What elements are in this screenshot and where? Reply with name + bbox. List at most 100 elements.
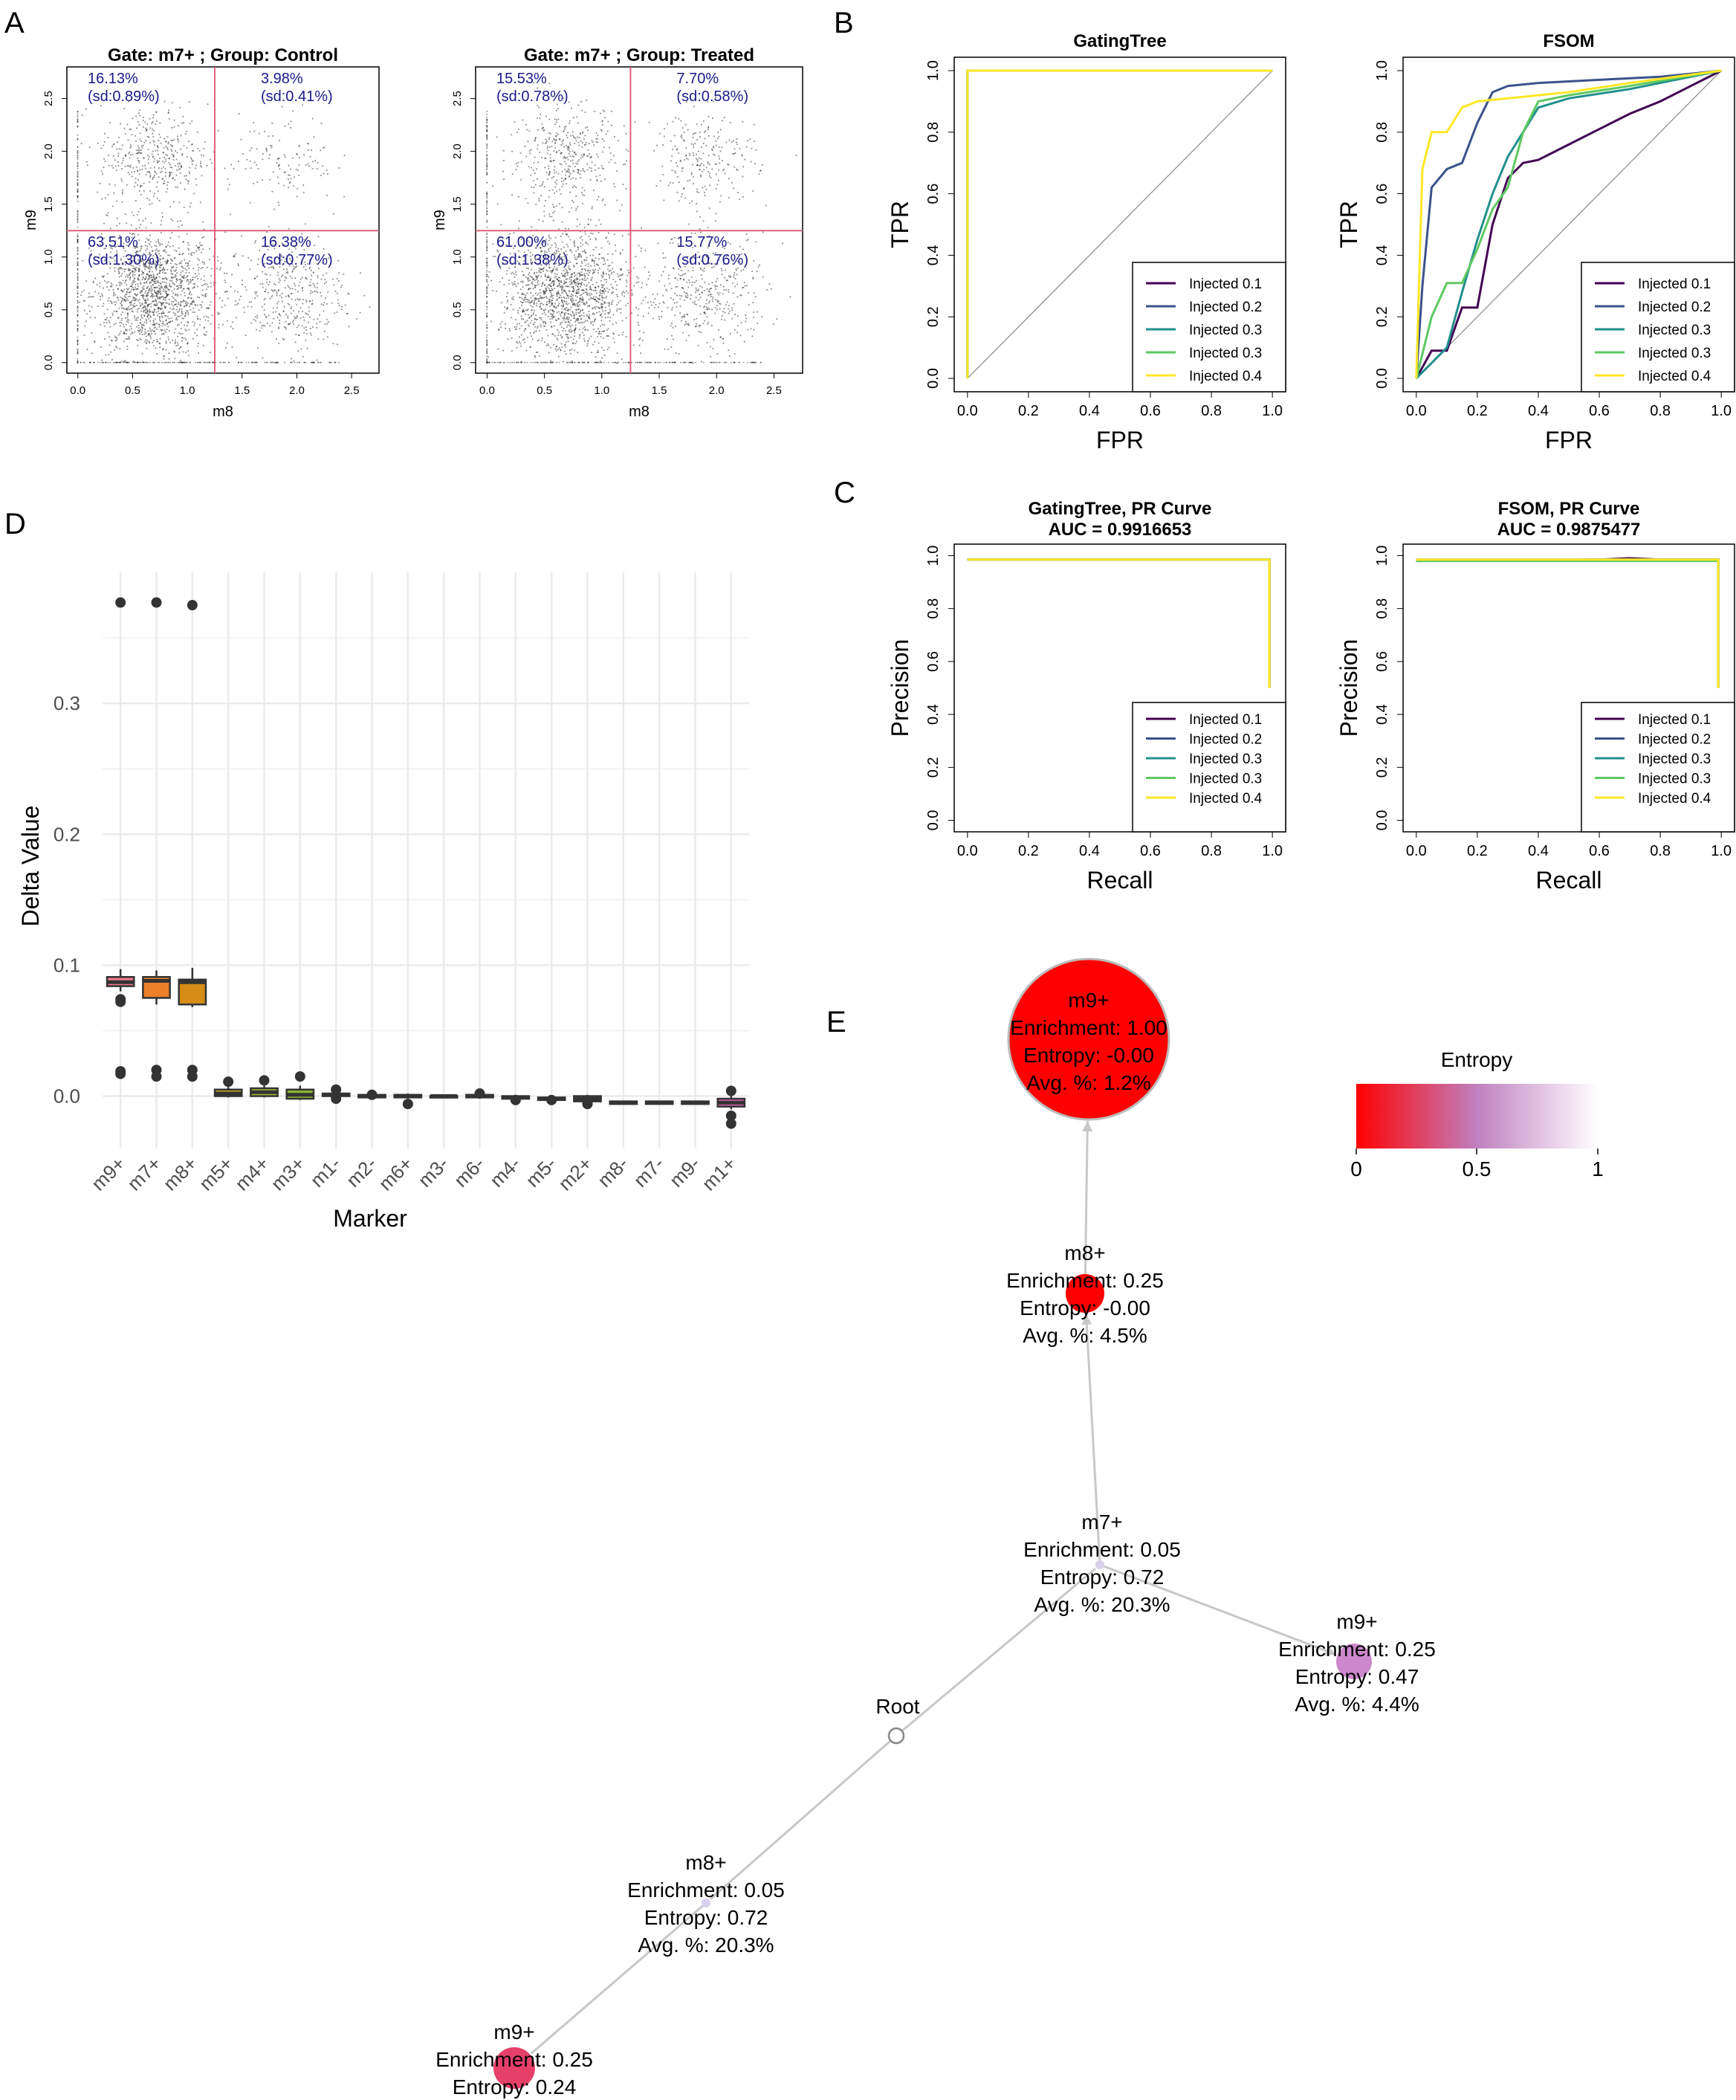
scatter-point <box>279 164 280 166</box>
scatter-point <box>140 248 142 250</box>
scatter-point <box>553 206 555 208</box>
scatter-point <box>155 280 157 282</box>
scatter-point <box>236 317 237 319</box>
scatter-point <box>546 303 548 306</box>
scatter-point <box>149 244 151 246</box>
scatter-point <box>298 361 300 364</box>
scatter-point <box>166 188 169 190</box>
scatter-point <box>106 361 107 364</box>
scatter-point <box>77 162 79 164</box>
scatter-point <box>77 277 79 278</box>
scatter-point <box>111 358 113 361</box>
scatter-point <box>586 306 589 307</box>
scatter-point <box>138 261 140 263</box>
scatter-point <box>532 288 534 289</box>
scatter-point <box>127 289 129 291</box>
scatter-point <box>505 244 508 246</box>
scatter-point <box>624 295 626 297</box>
scatter-point <box>714 264 716 265</box>
scatter-point <box>603 279 606 281</box>
scatter-point <box>198 267 200 268</box>
scatter-point <box>197 278 198 280</box>
scatter-point <box>587 270 589 272</box>
scatter-point <box>77 210 79 212</box>
scatter-point <box>597 155 599 158</box>
scatter-point <box>194 277 196 278</box>
scatter-point <box>230 164 232 166</box>
scatter-point <box>240 138 242 140</box>
scatter-point <box>199 165 201 167</box>
scatter-point <box>209 158 211 161</box>
scatter-point <box>542 127 544 129</box>
scatter-point <box>520 301 522 303</box>
scatter-point <box>560 280 562 282</box>
scatter-point <box>299 361 301 364</box>
scatter-point <box>541 184 543 187</box>
scatter-point <box>754 296 757 297</box>
scatter-point <box>577 256 580 258</box>
scatter-point <box>608 346 610 349</box>
scatter-point <box>312 271 314 274</box>
scatter-point <box>552 219 554 222</box>
scatter-point <box>77 183 79 185</box>
scatter-point <box>117 161 119 163</box>
scatter-point <box>156 256 158 259</box>
scatter-point <box>154 282 155 284</box>
scatter-point <box>682 288 684 290</box>
scatter-point <box>291 292 293 294</box>
scatter-point <box>233 256 234 257</box>
scatter-point <box>592 254 594 256</box>
scatter-point <box>271 294 273 297</box>
scatter-point <box>132 311 134 313</box>
scatter-point <box>603 264 604 265</box>
scatter-point <box>603 109 604 112</box>
scatter-point <box>519 343 522 345</box>
scatter-point <box>270 361 271 364</box>
scatter-point <box>516 285 517 287</box>
scatter-point <box>163 286 166 288</box>
scatter-point <box>256 317 259 319</box>
scatter-point <box>279 294 281 297</box>
scatter-point <box>158 160 161 162</box>
scatter-point <box>563 290 566 291</box>
scatter-point <box>684 299 685 301</box>
scatter-point <box>574 327 577 329</box>
scatter-point <box>638 324 640 326</box>
scatter-point <box>560 248 562 250</box>
scatter-point <box>212 361 213 364</box>
scatter-point <box>571 303 574 306</box>
scatter-point <box>187 211 189 213</box>
scatter-point <box>625 261 627 263</box>
scatter-point <box>290 259 292 262</box>
scatter-point <box>145 278 146 280</box>
scatter-point <box>580 177 582 178</box>
scatter-point <box>77 336 79 338</box>
scatter-point <box>77 241 79 242</box>
scatter-point <box>586 126 589 128</box>
scatter-point <box>552 315 554 317</box>
scatter-point <box>337 259 340 262</box>
scatter-point <box>302 277 303 279</box>
scatter-point <box>696 210 698 213</box>
scatter-point <box>131 328 132 329</box>
scatter-point <box>255 293 257 294</box>
scatter-point <box>549 277 551 279</box>
scatter-point <box>206 315 207 317</box>
scatter-point <box>155 305 158 306</box>
scatter-point <box>571 273 573 275</box>
scatter-point <box>159 270 161 272</box>
scatter-point <box>492 243 494 245</box>
scatter-point <box>312 361 314 364</box>
scatter-point <box>527 140 529 143</box>
scatter-point <box>542 220 544 222</box>
scatter-point <box>129 308 131 311</box>
scatter-point <box>316 263 318 265</box>
scatter-point <box>554 246 557 248</box>
scatter-point <box>186 301 187 303</box>
scatter-point <box>197 317 199 320</box>
scatter-point <box>144 268 146 270</box>
scatter-point <box>632 344 635 346</box>
scatter-point <box>565 126 567 127</box>
scatter-point <box>94 340 96 342</box>
scatter-point <box>152 155 155 158</box>
